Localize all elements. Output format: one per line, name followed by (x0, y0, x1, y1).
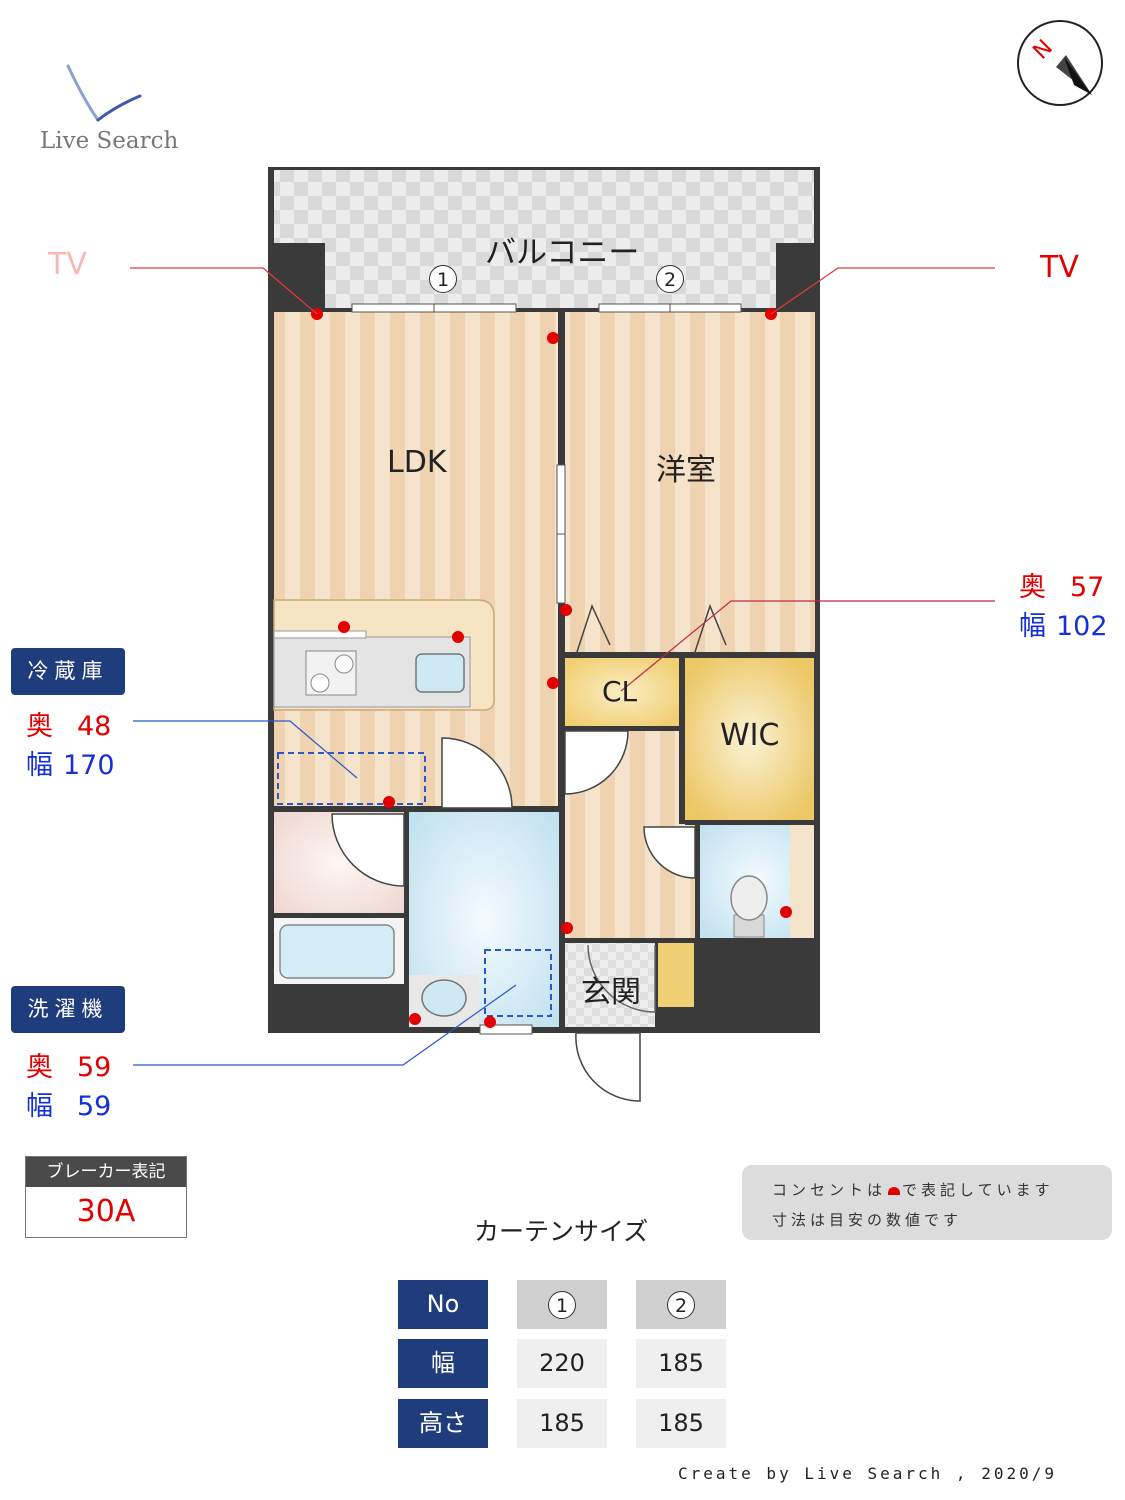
closet-depth-value: 57 (1070, 572, 1105, 603)
breaker-value: 30A (76, 1194, 136, 1229)
outlet-symbol (888, 1187, 901, 1195)
fridge-width: 幅 170 (26, 743, 115, 782)
curtain-row-width-label: 幅 (398, 1339, 488, 1388)
breaker-box: ブレーカー表記 30A (25, 1156, 187, 1238)
logo-mark (66, 64, 142, 122)
curtain-col-2: 2 (636, 1280, 726, 1329)
fridge-width-value: 170 (63, 750, 115, 781)
fridge-space (277, 752, 426, 805)
fridge-depth-label: 奥 (26, 711, 53, 742)
closet-width-value: 102 (1056, 611, 1108, 642)
sink (415, 653, 465, 693)
washer-width: 幅 59 (26, 1084, 111, 1123)
closet-width: 幅 102 (1019, 604, 1108, 643)
tv-label-right: TV (1040, 250, 1079, 285)
balcony-area (274, 170, 814, 308)
closet-depth-label: 奥 (1019, 572, 1046, 603)
washer-depth: 奥 59 (26, 1045, 111, 1084)
window-1-number: 1 (429, 265, 457, 293)
fridge-depth: 奥 48 (26, 704, 111, 743)
curtain-col-2-number: 2 (667, 1291, 695, 1319)
washer-depth-label: 奥 (26, 1052, 53, 1083)
note-line2: 寸法は目安の数値です (772, 1211, 963, 1229)
bathtub (279, 924, 395, 979)
curtain-row-height-label: 高さ (398, 1399, 488, 1448)
fridge-width-label: 幅 (26, 750, 53, 781)
room-cl: CL (602, 675, 638, 708)
curtain-col-1-number: 1 (548, 1291, 576, 1319)
curtain-width-2: 185 (636, 1339, 726, 1388)
tv-label-left: TV (48, 247, 87, 282)
room-western: 洋室 (656, 453, 716, 488)
fridge-tag: 冷蔵庫 (11, 648, 125, 695)
washer-tag: 洗濯機 (11, 986, 125, 1033)
note-line1-pre: コンセントは (772, 1181, 887, 1199)
curtain-col-1: 1 (517, 1280, 607, 1329)
closet-width-label: 幅 (1019, 611, 1046, 642)
room-wic: WIC (720, 718, 780, 753)
vanity-basin (421, 979, 467, 1017)
balcony-pillar-right (776, 243, 820, 309)
breaker-title: ブレーカー表記 (26, 1157, 186, 1187)
fridge-depth-value: 48 (77, 711, 112, 742)
closet-depth: 奥 57 (1019, 565, 1104, 604)
room-ldk: LDK (387, 445, 447, 480)
curtain-header-no: No (398, 1280, 488, 1329)
window-2-number: 2 (656, 265, 684, 293)
washer-space (484, 949, 552, 1017)
balcony-label: バルコニー (485, 235, 640, 271)
ldk-floor (274, 312, 558, 808)
curtain-width-1: 220 (517, 1339, 607, 1388)
note-box: コンセントはで表記しています 寸法は目安の数値です (742, 1165, 1112, 1240)
washer-depth-value: 59 (77, 1052, 112, 1083)
note-line1-post: で表記しています (902, 1181, 1054, 1199)
curtain-height-1: 185 (517, 1399, 607, 1448)
shoe-box (658, 943, 694, 1007)
toilet-bowl (730, 875, 768, 921)
logo-text: Live Search (40, 128, 179, 154)
curtain-title: カーテンサイズ (474, 1217, 649, 1246)
entrance-floor (565, 943, 655, 1027)
room-entrance: 玄関 (581, 975, 641, 1010)
compass: N (1017, 20, 1103, 106)
wic-room (684, 658, 814, 820)
washer-width-value: 59 (77, 1091, 112, 1122)
balcony-pillar-left (268, 243, 325, 309)
curtain-height-2: 185 (636, 1399, 726, 1448)
western-floor (565, 312, 815, 654)
washer-width-label: 幅 (26, 1091, 53, 1122)
cl-closet (565, 658, 679, 726)
credit-line: Create by Live Search , 2020/9 (678, 1464, 1057, 1483)
